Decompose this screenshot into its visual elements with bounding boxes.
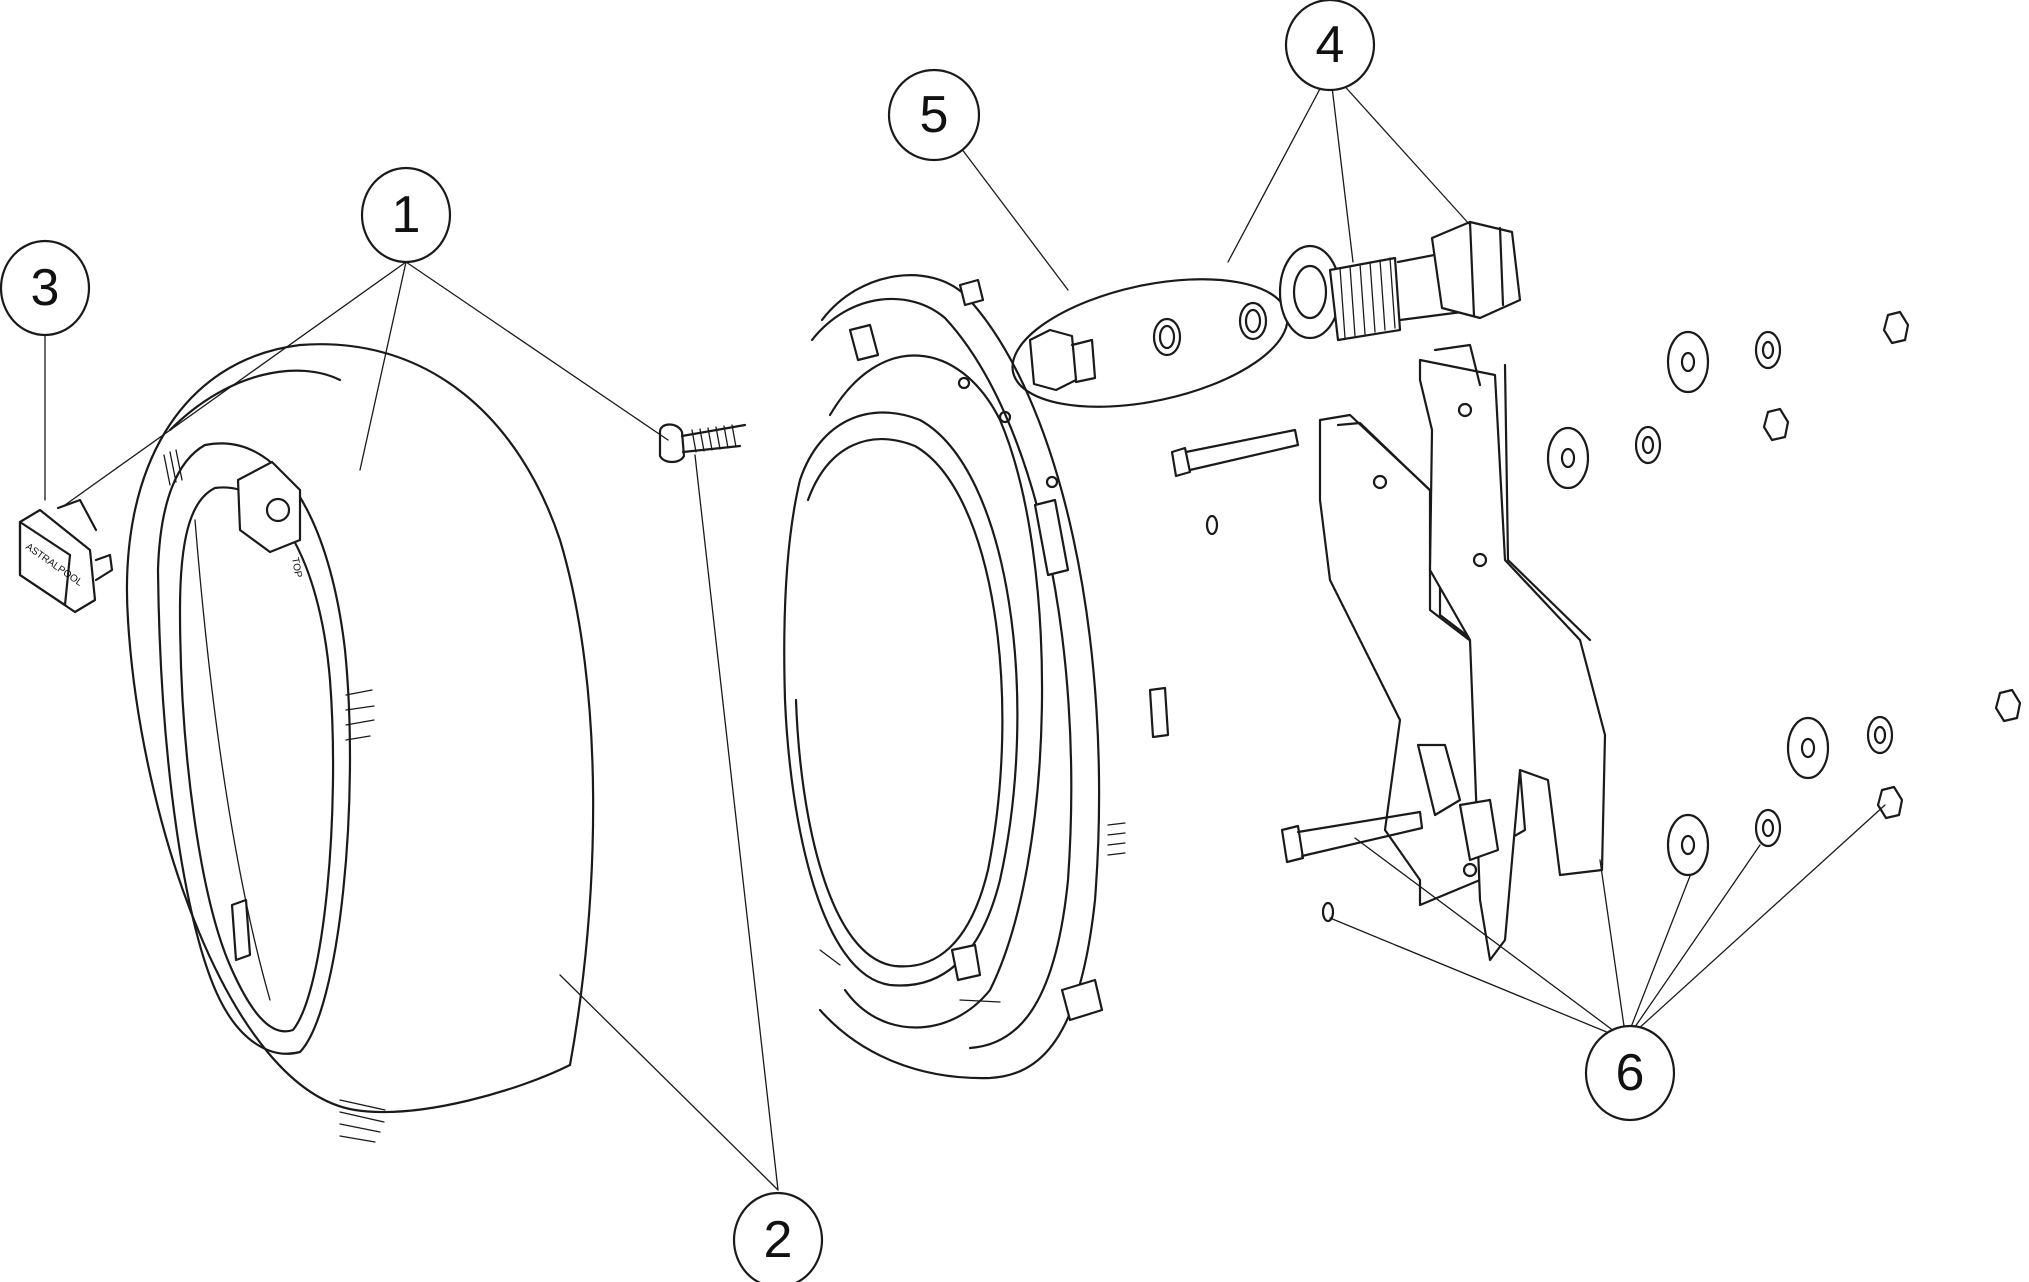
callout-1-label: 1 — [392, 186, 421, 244]
leader-lines — [44, 69, 1886, 1191]
badge-clip: ASTRALPOOL — [18, 498, 114, 614]
callout-6-label: 6 — [1616, 1044, 1645, 1102]
hardware-set — [1170, 310, 2022, 923]
callout-3: 3 — [0, 239, 91, 337]
fitting-set — [1011, 278, 1289, 408]
callout-4-label: 4 — [1316, 16, 1345, 74]
callout-2: 2 — [732, 1191, 824, 1282]
lamp-housing — [783, 274, 1170, 1080]
cable-gland — [1278, 220, 1522, 342]
front-ring: TOP — [125, 343, 595, 1143]
callout-4: 4 — [1284, 0, 1376, 92]
callout-3-label: 3 — [31, 259, 60, 317]
callout-5-label: 5 — [920, 86, 949, 144]
top-marking: TOP — [289, 557, 303, 579]
callout-1: 1 — [360, 166, 452, 264]
screw — [658, 423, 747, 464]
callout-5: 5 — [887, 68, 981, 162]
mounting-bracket — [1318, 343, 1607, 962]
callout-6: 6 — [1584, 1024, 1676, 1122]
callout-2-label: 2 — [764, 1211, 793, 1269]
